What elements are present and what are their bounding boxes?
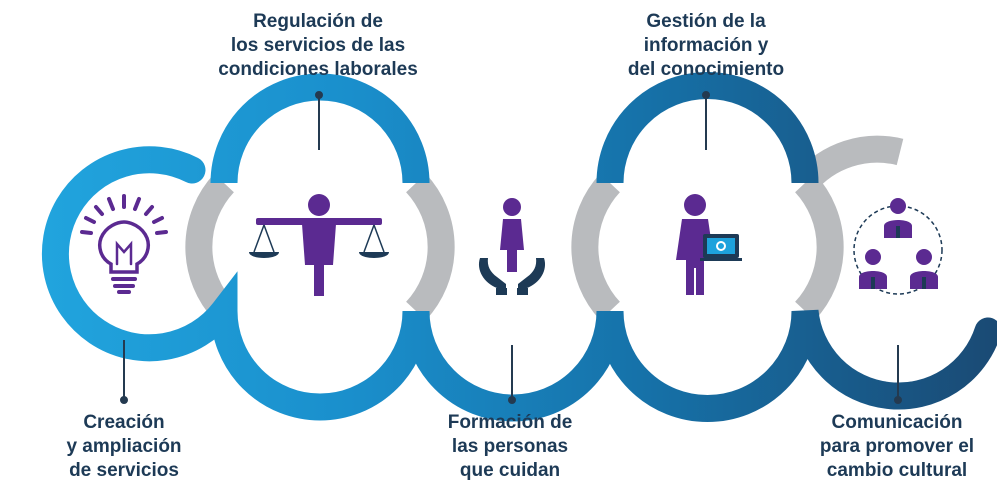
gray-arc-1 bbox=[185, 173, 235, 321]
label-line: que cuidan bbox=[459, 460, 561, 481]
label-line: Comunicación bbox=[831, 412, 963, 433]
label-line: Formación de bbox=[447, 412, 573, 433]
label-line: Gestión de la bbox=[646, 11, 766, 32]
connector-dot-comunicacion bbox=[894, 396, 902, 404]
blue-ribbon bbox=[41, 146, 997, 422]
label-line: para promover el bbox=[819, 436, 975, 457]
label-formacion: Formación de las personas que cuidan bbox=[448, 411, 573, 483]
label-line: condiciones laborales bbox=[218, 59, 418, 80]
gray-arc-2 bbox=[405, 173, 455, 321]
label-line: Creación bbox=[83, 412, 165, 433]
connector-dot-gestion bbox=[702, 91, 710, 99]
gray-arc-5 bbox=[794, 135, 904, 192]
person-laptop-icon bbox=[676, 194, 742, 295]
label-line: del conocimiento bbox=[627, 59, 785, 80]
connector-dot-formacion bbox=[508, 396, 516, 404]
connector-dot-regulacion bbox=[315, 91, 323, 99]
label-line: cambio cultural bbox=[826, 460, 968, 481]
connector-dot-creacion bbox=[120, 396, 128, 404]
gray-arc-3 bbox=[571, 173, 621, 321]
label-line: las personas bbox=[451, 436, 569, 457]
connectors bbox=[120, 91, 902, 404]
scales-person-icon bbox=[249, 194, 389, 296]
label-line: información y bbox=[643, 35, 769, 56]
label-creacion: Creación y ampliación de servicios bbox=[66, 411, 181, 483]
hands-person-icon bbox=[478, 198, 546, 295]
label-line: de servicios bbox=[69, 460, 179, 481]
blue-ribbon-top-2 bbox=[596, 72, 819, 184]
label-regulacion: Regulación de los servicios de las condi… bbox=[218, 10, 418, 82]
gray-arc-4 bbox=[794, 173, 844, 321]
label-line: Regulación de bbox=[253, 11, 383, 32]
lightbulb-icon bbox=[80, 194, 168, 294]
label-line: los servicios de las bbox=[230, 35, 406, 56]
label-line: y ampliación bbox=[66, 436, 182, 457]
label-comunicacion: Comunicación para promover el cambio cul… bbox=[820, 411, 974, 483]
people-network-icon bbox=[853, 198, 943, 295]
blue-ribbon-top-1 bbox=[210, 73, 430, 184]
label-gestion: Gestión de la información y del conocimi… bbox=[628, 10, 784, 82]
